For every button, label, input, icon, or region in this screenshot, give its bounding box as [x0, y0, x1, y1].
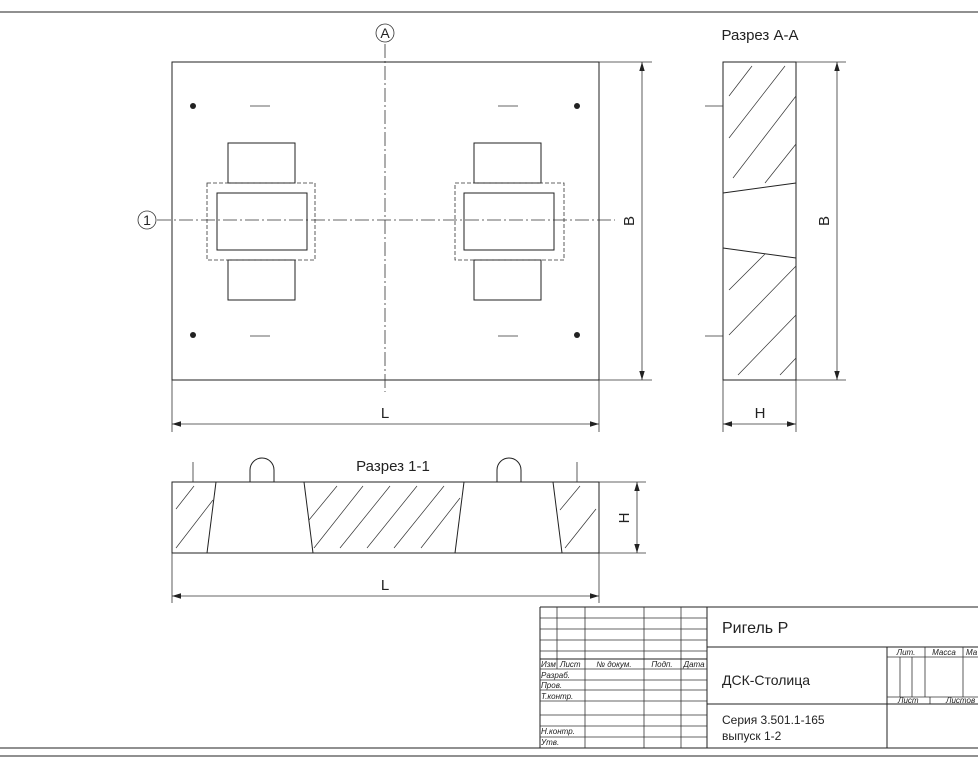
section-11-hatch-left [175, 485, 214, 549]
column-header-doc: № докум. [596, 660, 631, 669]
section-aa-hatch-top [728, 65, 797, 184]
section-aa-dimension-h-label: H [755, 405, 766, 422]
section-aa-outline [722, 61, 797, 381]
axis-a-marker [375, 23, 395, 43]
organization-name: ДСК-Столица [722, 672, 810, 688]
section-aa-title: Разрез А-А [722, 27, 799, 44]
lifting-point-dot [574, 103, 580, 109]
right-opening [454, 142, 565, 301]
role-checked: Пров. [541, 681, 562, 690]
section-11-title: Разрез 1-1 [356, 458, 430, 475]
axis-1-marker [137, 210, 157, 230]
axis-a-label: А [380, 25, 390, 41]
plan-view: А 1 B [137, 23, 652, 432]
sheets-header: Листов [945, 696, 975, 705]
section-11-view: Разрез 1-1 [171, 457, 646, 603]
section-11-outline [171, 481, 600, 554]
role-developer: Разраб. [541, 671, 570, 680]
section-aa-dimension-b-label: B [816, 216, 833, 226]
drawing-name: Ригель Р [722, 620, 788, 637]
series-text: Серия 3.501.1-165 [722, 713, 825, 727]
column-header-date: Дата [682, 660, 705, 669]
section-11-hatch-middle [308, 485, 461, 549]
sheet-header: Лист [897, 696, 919, 705]
section-aa-hatch-bottom [728, 253, 797, 376]
issue-text: выпуск 1-2 [722, 729, 782, 743]
role-norm-control: Н.контр. [541, 727, 575, 736]
mass-header: Масса [932, 648, 956, 657]
plan-dimension-b-label: B [621, 216, 638, 226]
scale-header: Ма [966, 648, 978, 657]
sheet-frame [0, 11, 978, 757]
lit-header: Лит. [896, 648, 916, 657]
role-approved: Утв. [540, 738, 559, 747]
lifting-point-dot [574, 332, 580, 338]
left-opening [206, 142, 316, 301]
section-aa-view: Разрез А-А B H [705, 27, 846, 432]
lifting-point-dot [190, 103, 196, 109]
lifting-point-dot [190, 332, 196, 338]
column-header-izm: Изм [541, 660, 556, 669]
lifting-loop [496, 457, 522, 482]
column-header-list: Лист [559, 660, 581, 669]
plan-dimension-l-label: L [381, 405, 389, 422]
title-block: Изм Лист № докум. Подп. Дата Разраб. Про… [539, 606, 978, 748]
column-header-sign: Подп. [651, 660, 672, 669]
role-tech-control: Т.контр. [541, 692, 573, 701]
lifting-loop [249, 457, 275, 482]
plan-outline [171, 61, 600, 381]
section-11-dimension-h-label: H [616, 513, 633, 524]
section-11-hatch-right [559, 485, 597, 549]
section-11-dimension-l-label: L [381, 577, 389, 594]
axis-1-label: 1 [143, 212, 151, 228]
